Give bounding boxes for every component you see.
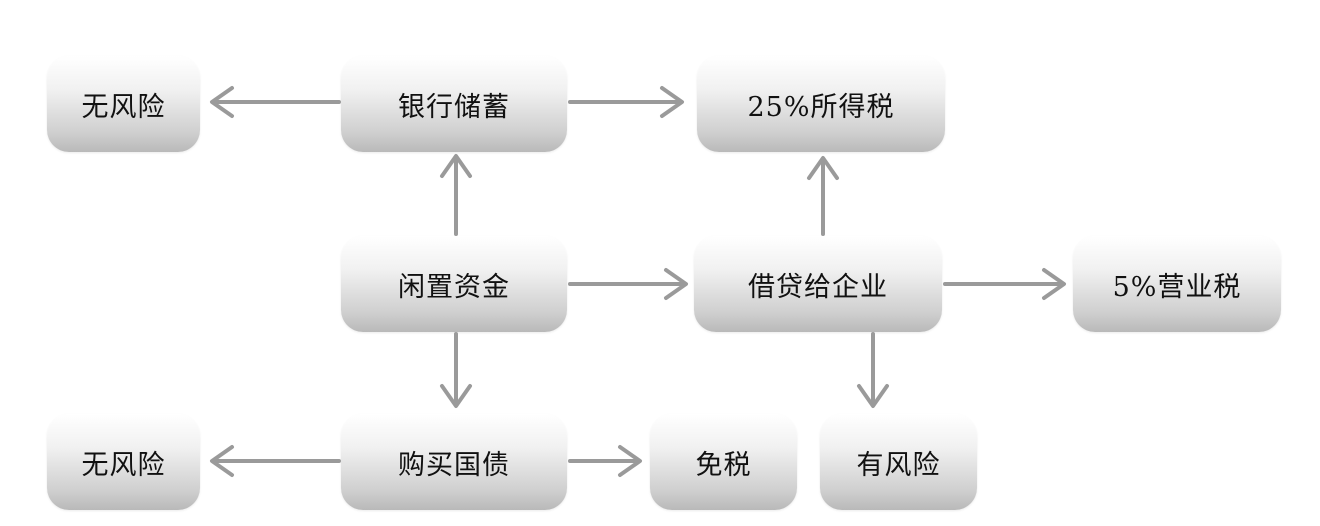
- arrow-idle-to-lend: [568, 268, 688, 300]
- arrow-idle-to-bank: [440, 154, 472, 236]
- node-label: 无风险: [81, 449, 166, 481]
- node-idle-funds: 闲置资金: [341, 236, 567, 332]
- node-business-tax: 5%营业税: [1073, 236, 1281, 332]
- node-tax-free: 免税: [650, 414, 797, 510]
- node-label: 免税: [695, 449, 752, 481]
- arrow-bank-to-no-risk: [210, 86, 341, 118]
- node-label: 借贷给企业: [748, 271, 888, 303]
- arrow-treasury-to-no-risk: [210, 445, 341, 477]
- node-label: 购买国债: [398, 449, 510, 481]
- node-no-risk-bottom: 无风险: [47, 414, 200, 510]
- node-label: 闲置资金: [398, 271, 510, 303]
- node-lend-to-enterprise: 借贷给企业: [694, 236, 942, 332]
- node-label: 有风险: [856, 449, 941, 481]
- node-buy-treasury: 购买国债: [341, 414, 567, 510]
- arrow-idle-to-treasury: [440, 332, 472, 408]
- node-has-risk: 有风险: [820, 414, 977, 510]
- node-label: 25%所得税: [747, 91, 895, 123]
- arrow-bank-to-income-tax: [568, 86, 684, 118]
- arrow-treasury-to-tax-free: [568, 445, 642, 477]
- arrow-lend-to-business-tax: [943, 268, 1066, 300]
- node-label: 无风险: [81, 91, 166, 123]
- node-label: 5%营业税: [1112, 271, 1242, 303]
- node-no-risk-top: 无风险: [47, 56, 200, 152]
- arrow-lend-to-income-tax: [807, 156, 839, 236]
- arrow-lend-to-has-risk: [857, 332, 889, 408]
- node-label: 银行储蓄: [398, 91, 510, 123]
- node-bank-savings: 银行储蓄: [341, 56, 567, 152]
- node-income-tax: 25%所得税: [697, 56, 945, 152]
